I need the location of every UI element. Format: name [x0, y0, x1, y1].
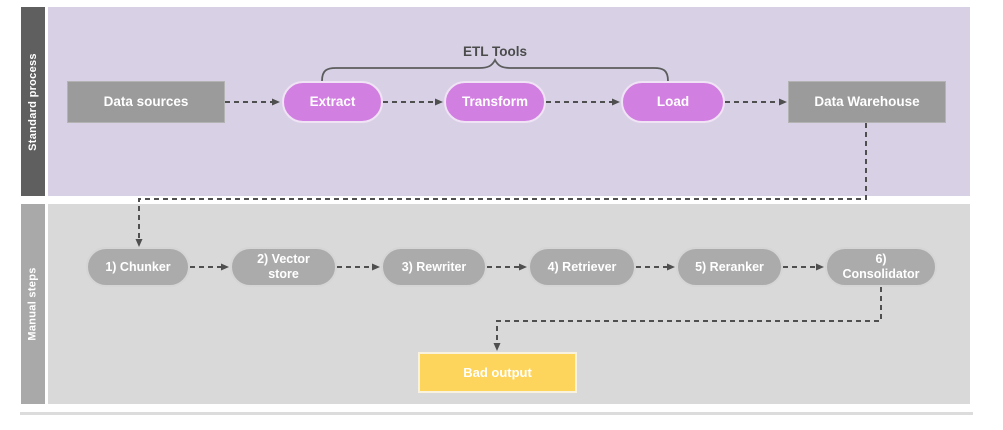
node-consolidator: 6) Consolidator — [825, 247, 937, 287]
node-load: Load — [621, 81, 725, 123]
arrow-consolidator-badoutput — [493, 287, 882, 351]
lane-standard-process: Standard process — [21, 7, 45, 196]
node-data-sources: Data sources — [67, 81, 225, 123]
node-bad-output: Bad output — [418, 352, 577, 393]
node-data-warehouse: Data Warehouse — [788, 81, 946, 123]
node-vector-store: 2) Vector store — [230, 247, 337, 287]
node-extract: Extract — [282, 81, 383, 123]
node-reranker: 5) Reranker — [676, 247, 783, 287]
node-chunker: 1) Chunker — [86, 247, 190, 287]
node-transform: Transform — [444, 81, 546, 123]
node-retriever: 4) Retriever — [528, 247, 636, 287]
arrow-warehouse-chunker — [135, 123, 867, 247]
etl-tools-label: ETL Tools — [463, 44, 527, 59]
node-rewriter: 3) Rewriter — [381, 247, 487, 287]
lane-manual-steps: Manual steps — [21, 204, 45, 404]
etl-tools-brace — [321, 57, 669, 82]
bottom-divider — [20, 412, 973, 415]
